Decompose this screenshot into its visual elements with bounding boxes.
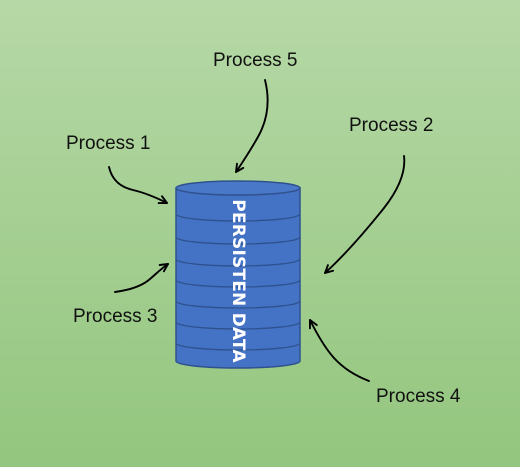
arrow-process-3 <box>114 263 169 293</box>
process-2-label: Process 2 <box>349 115 433 136</box>
cylinder-bands <box>175 213 301 351</box>
database-cylinder: PERSISTEN DATA <box>175 180 301 369</box>
cylinder-body <box>175 187 301 369</box>
arrow-process-5 <box>235 79 269 173</box>
process-5-label: Process 5 <box>213 50 297 71</box>
arrow-process-4 <box>309 319 370 382</box>
process-4-label: Process 4 <box>376 386 461 407</box>
arrow-process-2 <box>324 155 406 274</box>
process-1-label: Process 1 <box>66 133 150 154</box>
database-label: PERSISTEN DATA <box>228 199 248 363</box>
process-3-label: Process 3 <box>73 306 157 327</box>
arrow-process-1 <box>108 166 168 204</box>
cylinder-top <box>175 180 301 196</box>
